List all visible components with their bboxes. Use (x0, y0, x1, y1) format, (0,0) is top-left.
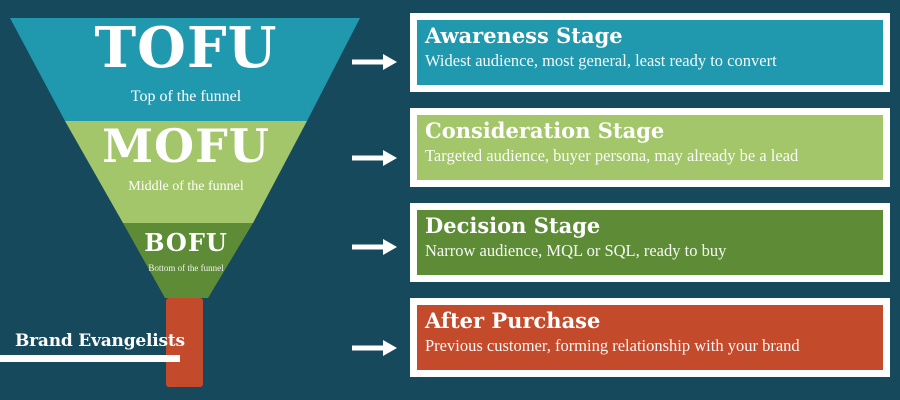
stage-description: Widest audience, most general, least rea… (425, 51, 777, 71)
funnel-segment-bofu (123, 223, 253, 298)
stage-card-decision: Decision Stage Narrow audience, MQL or S… (410, 203, 890, 282)
stage-title: Awareness Stage (425, 23, 623, 48)
stage-description: Narrow audience, MQL or SQL, ready to bu… (425, 241, 727, 261)
arrow-right-icon (352, 340, 397, 356)
stage-title: After Purchase (425, 308, 601, 333)
stage-card-consideration: Consideration Stage Targeted audience, b… (410, 108, 890, 187)
arrow-right-icon (352, 150, 397, 166)
arrow-right-icon (352, 239, 397, 255)
funnel-segment-tofu (10, 18, 360, 121)
brand-evangelists-label: Brand Evangelists (15, 331, 185, 351)
stage-title: Decision Stage (425, 213, 601, 238)
funnel-caption-mofu: Middle of the funnel (128, 179, 244, 194)
funnel-caption-tofu: Top of the funnel (130, 88, 242, 105)
stage-title: Consideration Stage (425, 118, 665, 143)
stage-card-after-purchase: After Purchase Previous customer, formin… (410, 298, 890, 377)
brand-evangelists-underline (0, 355, 180, 362)
funnel-label-tofu: TOFU (94, 15, 278, 81)
stage-description: Previous customer, forming relationship … (425, 336, 800, 356)
stage-card-awareness: Awareness Stage Widest audience, most ge… (410, 13, 890, 92)
stage-description: Targeted audience, buyer persona, may al… (425, 146, 799, 166)
funnel-label-mofu: MOFU (102, 119, 270, 173)
arrow-right-icon (352, 54, 397, 70)
funnel-stem (166, 298, 203, 387)
funnel-segment-mofu (65, 121, 307, 223)
funnel-label-bofu: BOFU (144, 228, 228, 257)
funnel-caption-bofu: Bottom of the funnel (148, 263, 224, 273)
